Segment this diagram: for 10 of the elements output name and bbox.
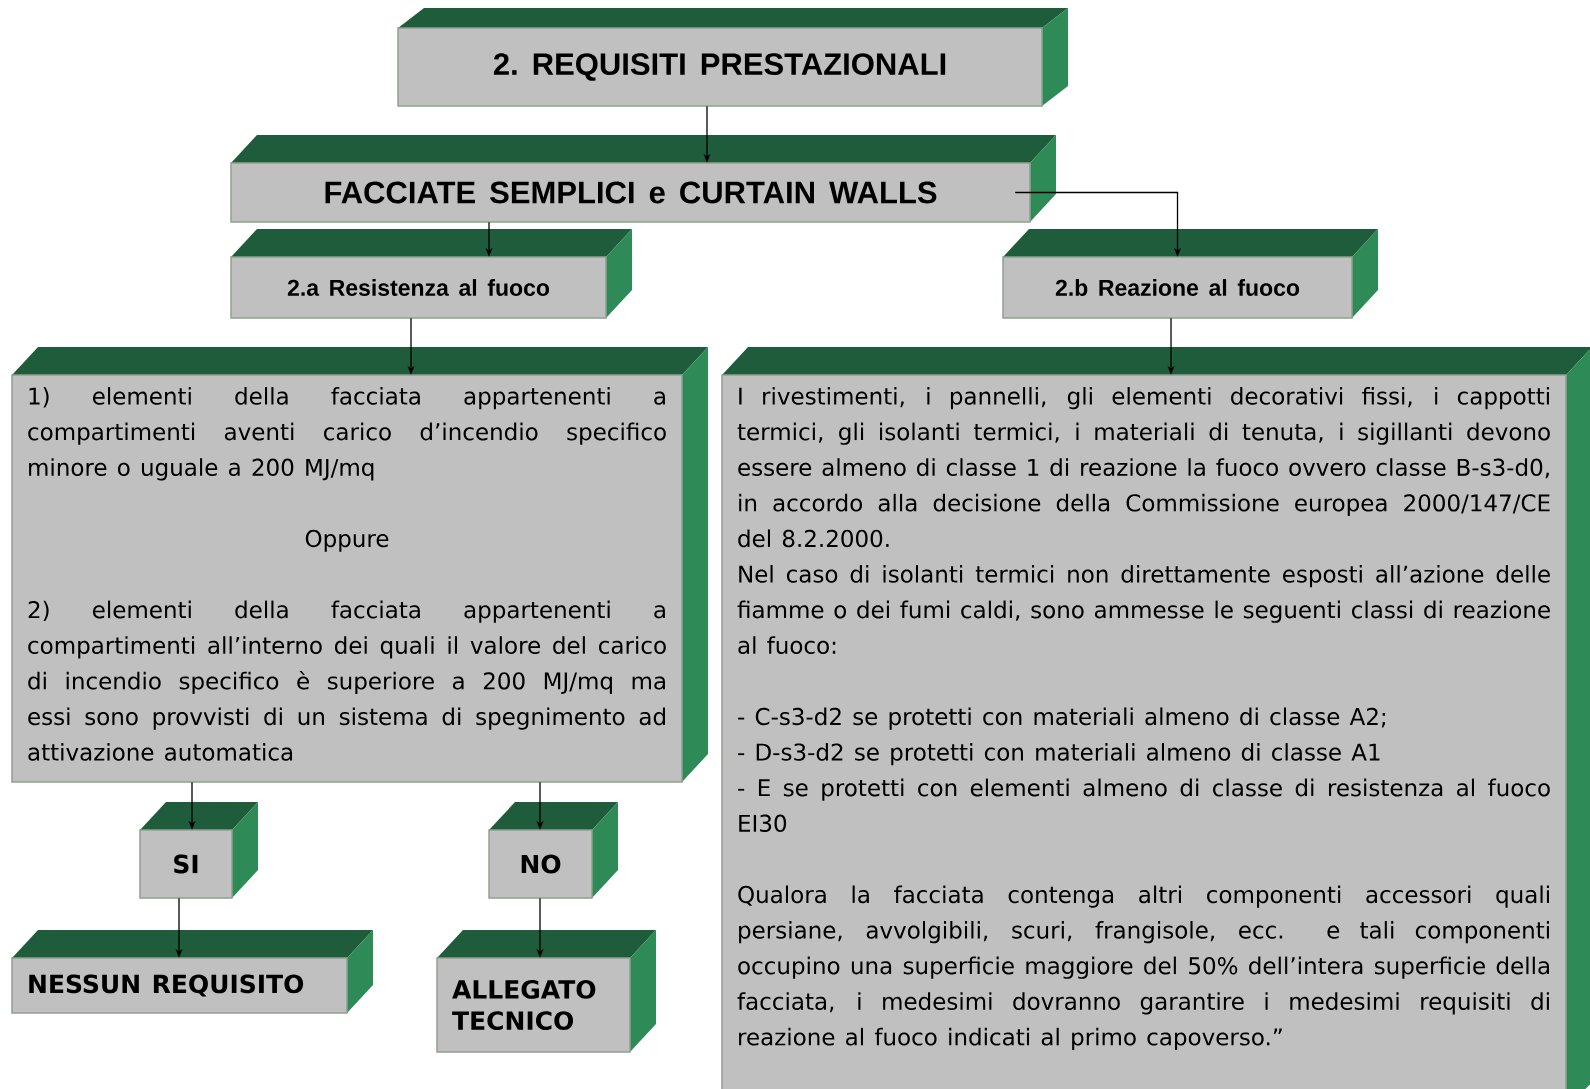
text-box: 1) elementi della facciata appartenenti a compartimenti aventi carico d’incendio specifico minore o uguale a 200 MJ/mq Oppure 2) elementi della facciata appartenenti a compartimenti all’interno dei quali il valore del carico di incendio specifico è superiore a 200 MJ/mq ma essi sono provvisti di un sistema di spegnimento ad attivazione automatica [11, 347, 708, 783]
box: SI [139, 802, 258, 899]
box: 2. REQUISITI PRESTAZIONALI [397, 8, 1068, 107]
box: NO [488, 802, 618, 899]
box: FACCIATE SEMPLICI e CURTAIN WALLS [230, 135, 1056, 223]
box: 2.b Reazione al fuoco [1002, 229, 1378, 319]
box: NESSUN REQUISITO [11, 930, 373, 1014]
text-box: I rivestimenti, i pannelli, gli elementi decorativi fissi, i cappotti termici, gli isolanti termici, i materiali di tenuta, i sigillanti devono essere almeno di classe 1 di reazione la fuoco ovvero classe B-s3-d0, in accordo alla decisione della Commissione europea 2000/147/CE del 8.2.2000. Nel caso di isolanti termici non direttamente esposti all’azione delle fiamme o dei fumi caldi, sono ammesse le seguenti classi di reazione al fuoco: - C-s3-d2 se protetti con materiali almeno di classe A2; - D-s3-d2 se protetti con materiali almeno di classe A1 - E se protetti con elementi almeno di classe di resistenza al fuoco EI30 Qualora la facciata contenga altri componenti accessori quali persiane, avvolgibili, scuri, frangisole, ecc. e tali componenti occupino una superficie maggiore del 50% dell’intera superficie della facciata, i medesimi dovranno garantire i medesimi requisiti di reazione al fuoco indicati al primo capoverso.” [721, 347, 1590, 1089]
box: ALLEGATO TECNICO [436, 930, 656, 1053]
box: 2.a Resistenza al fuoco [230, 229, 632, 319]
